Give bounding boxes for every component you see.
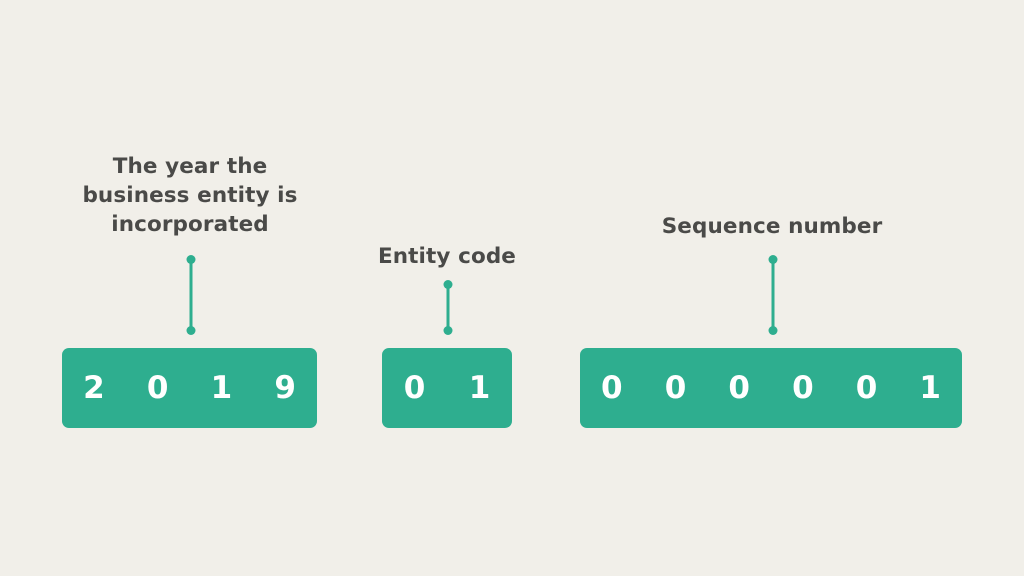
connector-dot-top bbox=[186, 255, 195, 264]
connector-dot-top bbox=[768, 255, 777, 264]
connector-dot-bottom bbox=[186, 326, 195, 335]
digit: 1 bbox=[468, 369, 491, 406]
connector-dot-top bbox=[443, 280, 452, 289]
connector-entity-code bbox=[443, 280, 452, 335]
digit: 0 bbox=[403, 369, 426, 406]
segment-label-entity-code: Entity code bbox=[377, 244, 516, 269]
digit: 2 bbox=[83, 369, 105, 406]
digit-box-sequence-number: 0 0 0 0 0 1 bbox=[580, 348, 962, 428]
connector-line bbox=[771, 257, 774, 333]
digit: 0 bbox=[664, 369, 687, 406]
segment-label-sequence-number: Sequence number bbox=[661, 214, 883, 239]
connector-line bbox=[189, 257, 192, 333]
digit: 0 bbox=[146, 369, 169, 406]
connector-year bbox=[186, 255, 195, 335]
digit: 1 bbox=[919, 369, 941, 406]
digit: 1 bbox=[210, 369, 233, 406]
digit: 0 bbox=[601, 369, 623, 406]
digit: 0 bbox=[728, 369, 750, 406]
segment-label-year: The year the business entity is incorpor… bbox=[82, 154, 298, 237]
connector-sequence-number bbox=[768, 255, 777, 335]
connector-dot-bottom bbox=[768, 326, 777, 335]
digit: 0 bbox=[792, 369, 814, 406]
digit: 9 bbox=[274, 369, 296, 406]
connector-line bbox=[446, 282, 449, 333]
digit: 0 bbox=[855, 369, 878, 406]
connector-dot-bottom bbox=[443, 326, 452, 335]
